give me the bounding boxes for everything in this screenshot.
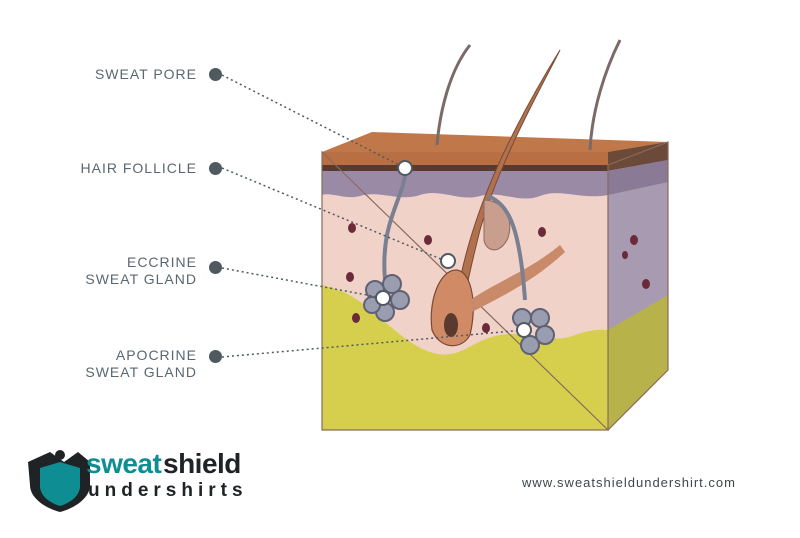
label-sweat-pore: SWEAT PORE xyxy=(94,66,197,82)
logo-word-undershirts: undershirts xyxy=(88,480,248,501)
side-purple xyxy=(608,160,668,195)
label-eccrine-sweat-gland: ECCRINE SWEAT GLAND xyxy=(85,254,197,287)
hair-shaft-right xyxy=(588,39,622,151)
dermis-specks xyxy=(346,223,650,333)
leader-dot-hair-follicle xyxy=(209,162,222,175)
follicle-bulb xyxy=(430,269,474,347)
block-outline xyxy=(321,141,669,432)
follicle-papilla xyxy=(444,313,458,337)
epidermis-purple-layer xyxy=(322,171,608,199)
target-markers xyxy=(375,160,532,338)
side-epidermis xyxy=(608,142,668,171)
eccrine-duct xyxy=(382,167,408,281)
leader-dot-apocrine xyxy=(209,350,222,363)
logo-word-shield: shield xyxy=(163,448,241,479)
website-url: www.sweatshieldundershirt.com xyxy=(522,475,736,490)
logo-shield-icon xyxy=(28,450,90,512)
brand-logo: sweat shield undershirts xyxy=(26,448,243,512)
label-hair-follicle: HAIR FOLLICLE xyxy=(80,160,197,176)
apocrine-duct xyxy=(487,194,527,301)
leader-dot-sweat-pore xyxy=(209,68,222,81)
epidermis-dark-band xyxy=(322,165,608,171)
label-apocrine-sweat-gland: APOCRINE SWEAT GLAND xyxy=(85,347,197,380)
eccrine-gland-coil xyxy=(363,274,410,322)
hair-shaft-left xyxy=(435,44,472,146)
logo-word-sweat: sweat xyxy=(86,448,162,479)
epidermis-layer xyxy=(322,152,608,166)
fat-layer xyxy=(322,285,608,430)
leader-lines xyxy=(221,74,525,358)
fat-side xyxy=(608,295,668,430)
arrector-muscle xyxy=(470,245,565,312)
leader-dot-eccrine xyxy=(209,261,222,274)
